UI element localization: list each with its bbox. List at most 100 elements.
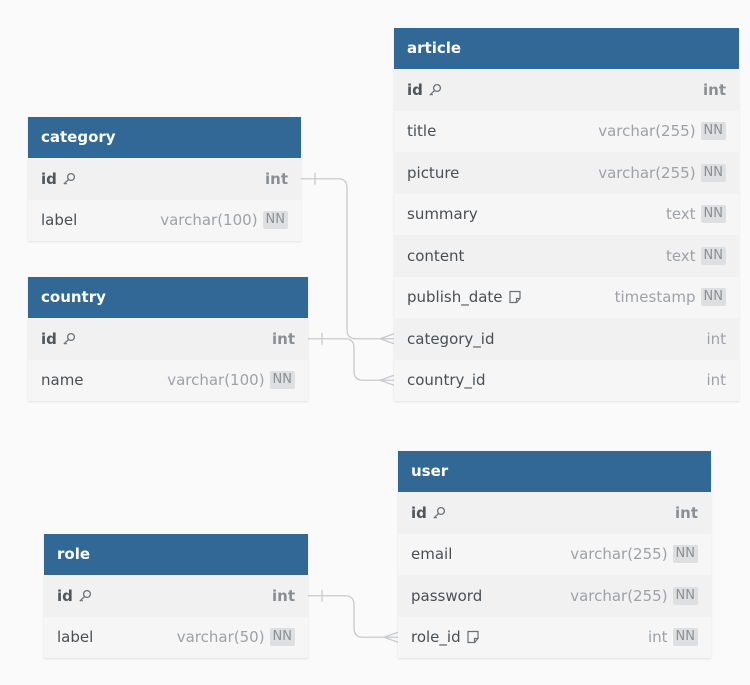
table-row[interactable]: label varchar(100)NN <box>28 199 301 241</box>
column-name-cell: publish_date <box>407 288 522 306</box>
column-name-cell: id <box>57 587 92 605</box>
column-name: password <box>411 586 483 605</box>
table-row[interactable]: email varchar(255)NN <box>398 533 711 575</box>
column-type-cell: int <box>272 330 295 348</box>
column-name: id <box>41 329 57 348</box>
table-row[interactable]: id int <box>28 158 301 200</box>
column-type-cell: varchar(100)NN <box>160 211 288 230</box>
note-icon <box>466 630 480 644</box>
table-country[interactable]: country id int name varchar(100)NN <box>28 277 308 401</box>
column-type: text <box>665 246 696 265</box>
table-article[interactable]: article id int title varchar(255)NN picture v… <box>394 28 739 401</box>
column-name-cell: picture <box>407 164 459 182</box>
table-row[interactable]: title varchar(255)NN <box>394 110 739 152</box>
column-type: int <box>706 329 726 348</box>
not-null-badge: NN <box>700 205 726 224</box>
column-type-cell: varchar(50)NN <box>176 628 295 647</box>
column-name-cell: role_id <box>411 628 480 646</box>
column-name: label <box>57 628 94 647</box>
column-type-cell: int <box>265 170 288 188</box>
key-icon <box>432 506 446 520</box>
column-name-cell: content <box>407 247 464 265</box>
column-name: title <box>407 122 437 141</box>
column-type-cell: varchar(100)NN <box>167 371 295 390</box>
column-name: publish_date <box>407 288 503 307</box>
key-icon <box>78 589 92 603</box>
table-category[interactable]: category id int label varchar(100)NN <box>28 117 301 241</box>
table-row[interactable]: password varchar(255)NN <box>398 575 711 617</box>
not-null-badge: NN <box>700 288 726 307</box>
note-icon <box>508 290 522 304</box>
not-null-badge: NN <box>269 628 295 647</box>
column-type-cell: varchar(255)NN <box>598 163 726 182</box>
not-null-badge: NN <box>672 586 698 605</box>
table-role[interactable]: role id int label varchar(50)NN <box>44 534 308 658</box>
not-null-badge: NN <box>700 163 726 182</box>
column-name: id <box>407 80 423 99</box>
column-name: summary <box>407 205 478 224</box>
table-header[interactable]: country <box>28 277 308 318</box>
column-name-cell: label <box>41 211 77 229</box>
table-row[interactable]: label varchar(50)NN <box>44 616 308 658</box>
table-header[interactable]: article <box>394 28 739 69</box>
not-null-badge: NN <box>700 246 726 265</box>
column-name-cell: country_id <box>407 371 486 389</box>
table-row[interactable]: id int <box>28 318 308 360</box>
column-name: id <box>41 169 57 188</box>
column-name-cell: name <box>41 371 84 389</box>
table-row[interactable]: picture varchar(255)NN <box>394 152 739 194</box>
column-type-cell: int <box>703 81 726 99</box>
not-null-badge: NN <box>672 545 698 564</box>
column-name-cell: id <box>41 330 76 348</box>
table-header[interactable]: role <box>44 534 308 575</box>
relation-connector <box>308 332 395 386</box>
relation-connector <box>301 172 395 345</box>
table-row[interactable]: name varchar(100)NN <box>28 359 308 401</box>
key-icon <box>428 83 442 97</box>
column-type: int <box>265 169 288 188</box>
column-name: picture <box>407 163 460 182</box>
column-type-cell: varchar(255)NN <box>598 122 726 141</box>
column-type: int <box>647 628 668 647</box>
key-icon <box>62 332 76 346</box>
table-row[interactable]: id int <box>394 69 739 111</box>
column-type: varchar(255) <box>570 586 668 605</box>
not-null-badge: NN <box>672 628 698 647</box>
column-type: int <box>272 586 295 605</box>
column-type: int <box>703 80 726 99</box>
table-header[interactable]: category <box>28 117 301 158</box>
column-name: role_id <box>411 628 461 647</box>
column-name-cell: id <box>411 504 446 522</box>
table-row[interactable]: category_id int <box>394 318 739 360</box>
column-type-cell: int <box>706 330 726 348</box>
not-null-badge: NN <box>262 211 288 230</box>
column-name-cell: category_id <box>407 330 494 348</box>
column-name: name <box>41 371 84 390</box>
column-type: varchar(255) <box>570 545 668 564</box>
column-name-cell: password <box>411 587 482 605</box>
column-type-cell: int <box>675 504 698 522</box>
table-row[interactable]: id int <box>44 575 308 617</box>
not-null-badge: NN <box>700 122 726 141</box>
table-row[interactable]: id int <box>398 492 711 534</box>
not-null-badge: NN <box>269 371 295 390</box>
column-type-cell: varchar(255)NN <box>570 545 698 564</box>
column-name: country_id <box>407 371 486 390</box>
column-name: id <box>57 586 73 605</box>
column-name-cell: title <box>407 122 436 140</box>
table-header[interactable]: user <box>398 451 711 492</box>
column-name-cell: summary <box>407 205 478 223</box>
column-name: email <box>411 545 453 564</box>
column-type: varchar(50) <box>176 628 265 647</box>
relation-connector <box>308 589 399 643</box>
column-type: varchar(100) <box>167 371 265 390</box>
